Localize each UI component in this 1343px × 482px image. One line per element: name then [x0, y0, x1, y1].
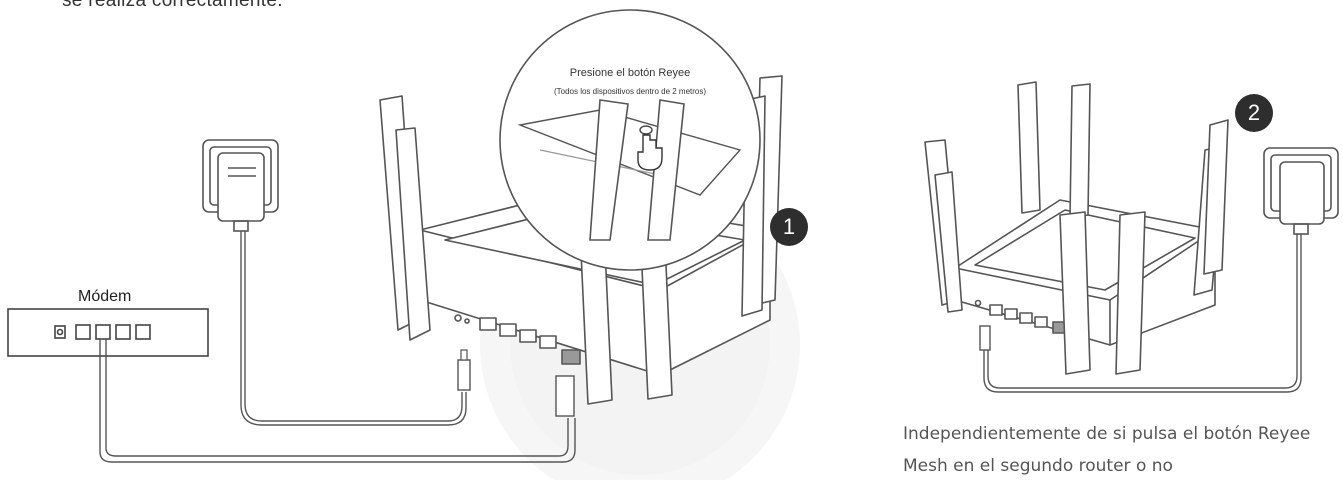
callout-subtitle: (Todos los dispositivos dentro de 2 metr… [553, 87, 707, 96]
router-secondary [924, 81, 1229, 375]
power-cable-left [240, 231, 467, 426]
step-badge-2: 2 [1235, 94, 1273, 132]
ethernet-plug [555, 375, 575, 417]
callout-zoom [499, 9, 761, 271]
step-badge-1: 1 [770, 208, 808, 246]
modem [7, 308, 209, 357]
note-line-2: Mesh en el segundo router o no [903, 456, 1173, 476]
power-adapter-left [202, 139, 279, 232]
note-line-1: Independientemente de si pulsa el botón … [903, 424, 1311, 444]
callout-title: Presione el botón Reyee [569, 67, 691, 79]
reyee-button [639, 125, 653, 135]
modem-label: Módem [78, 288, 132, 305]
ethernet-cable [99, 339, 576, 463]
note-text: Independientemente de si pulsa el botón … [903, 418, 1343, 482]
power-plug [457, 359, 471, 391]
power-cable-right [983, 234, 1302, 393]
top-caption: se realiza correctamente. [62, 0, 283, 11]
power-adapter-right [1263, 147, 1339, 235]
pointing-hand-icon [637, 134, 663, 171]
